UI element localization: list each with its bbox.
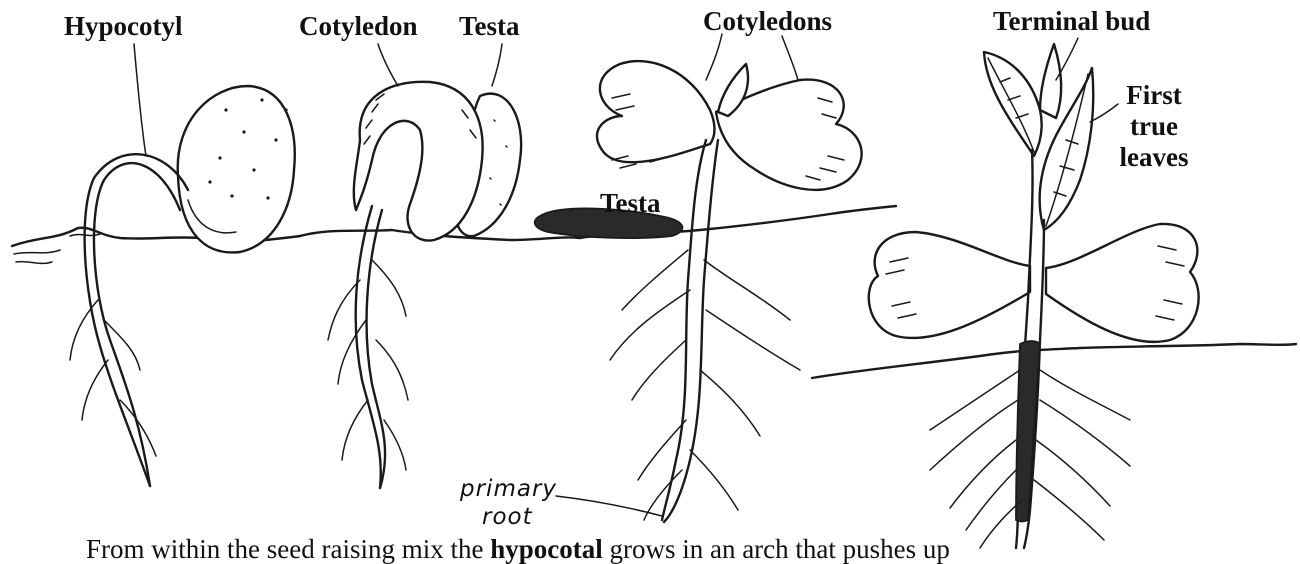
- label-cotyledon: Cotyledon: [299, 13, 418, 40]
- soil-line-4: [812, 344, 1296, 378]
- primary-root-pointer: [556, 496, 662, 516]
- stage-3-seedling: [535, 61, 896, 522]
- stage-1-seedling: [12, 86, 300, 486]
- pointer-cotyledons-right: [782, 36, 798, 80]
- caption-before: From within the seed raising mix the: [86, 534, 490, 564]
- stage-2-cotyledon: [354, 82, 483, 241]
- label-testa-shed: Testa: [600, 190, 661, 217]
- stage-4-cotyledon-left: [869, 232, 1030, 338]
- stage-1-hypocotyl-inner: [85, 154, 188, 486]
- stage-4-cotyledon-right: [1046, 224, 1199, 342]
- label-primary-root-line-1: primary: [460, 478, 557, 501]
- caption-text: From within the seed raising mix the hyp…: [86, 536, 950, 563]
- label-first-true-leaves-line-1: First: [1114, 80, 1194, 111]
- label-first-true-leaves-line-2: true: [1114, 111, 1194, 142]
- stage-1-cotyledons: [178, 86, 295, 252]
- pointer-cotyledon: [378, 44, 398, 86]
- soil-texture-1: [14, 234, 100, 263]
- stage-3-stem: [662, 140, 706, 520]
- stage-3-cotyledon-left: [597, 61, 715, 162]
- stage-3-rootlets: [610, 250, 800, 520]
- stage-3-stem-inner: [664, 140, 718, 522]
- label-first-true-leaves-line-3: leaves: [1114, 142, 1194, 173]
- label-cotyledons: Cotyledons: [703, 8, 832, 35]
- pointer-terminal-bud: [1056, 38, 1078, 80]
- stage-4-seedling: [812, 44, 1296, 548]
- label-testa-top: Testa: [459, 13, 520, 40]
- stage-1-rootlets: [70, 300, 156, 456]
- pointer-testa-1: [492, 44, 502, 86]
- label-hypocotyl: Hypocotyl: [64, 13, 183, 40]
- caption-after: grows in an arch that pushes up: [603, 534, 950, 564]
- caption-bold-term: hypocotal: [490, 534, 603, 564]
- stage-2-seedling: [300, 82, 580, 488]
- stage-4-terminal-bud: [1040, 44, 1061, 118]
- stage-1-hypocotyl: [94, 163, 180, 486]
- label-primary-root-line-2: root: [482, 506, 533, 529]
- label-first-true-leaves: First true leaves: [1114, 80, 1194, 173]
- pointer-cotyledons-left: [706, 34, 722, 80]
- label-terminal-bud: Terminal bud: [993, 8, 1150, 35]
- stage-2-root-inner: [367, 210, 386, 488]
- pointer-hypocotyl: [134, 44, 146, 156]
